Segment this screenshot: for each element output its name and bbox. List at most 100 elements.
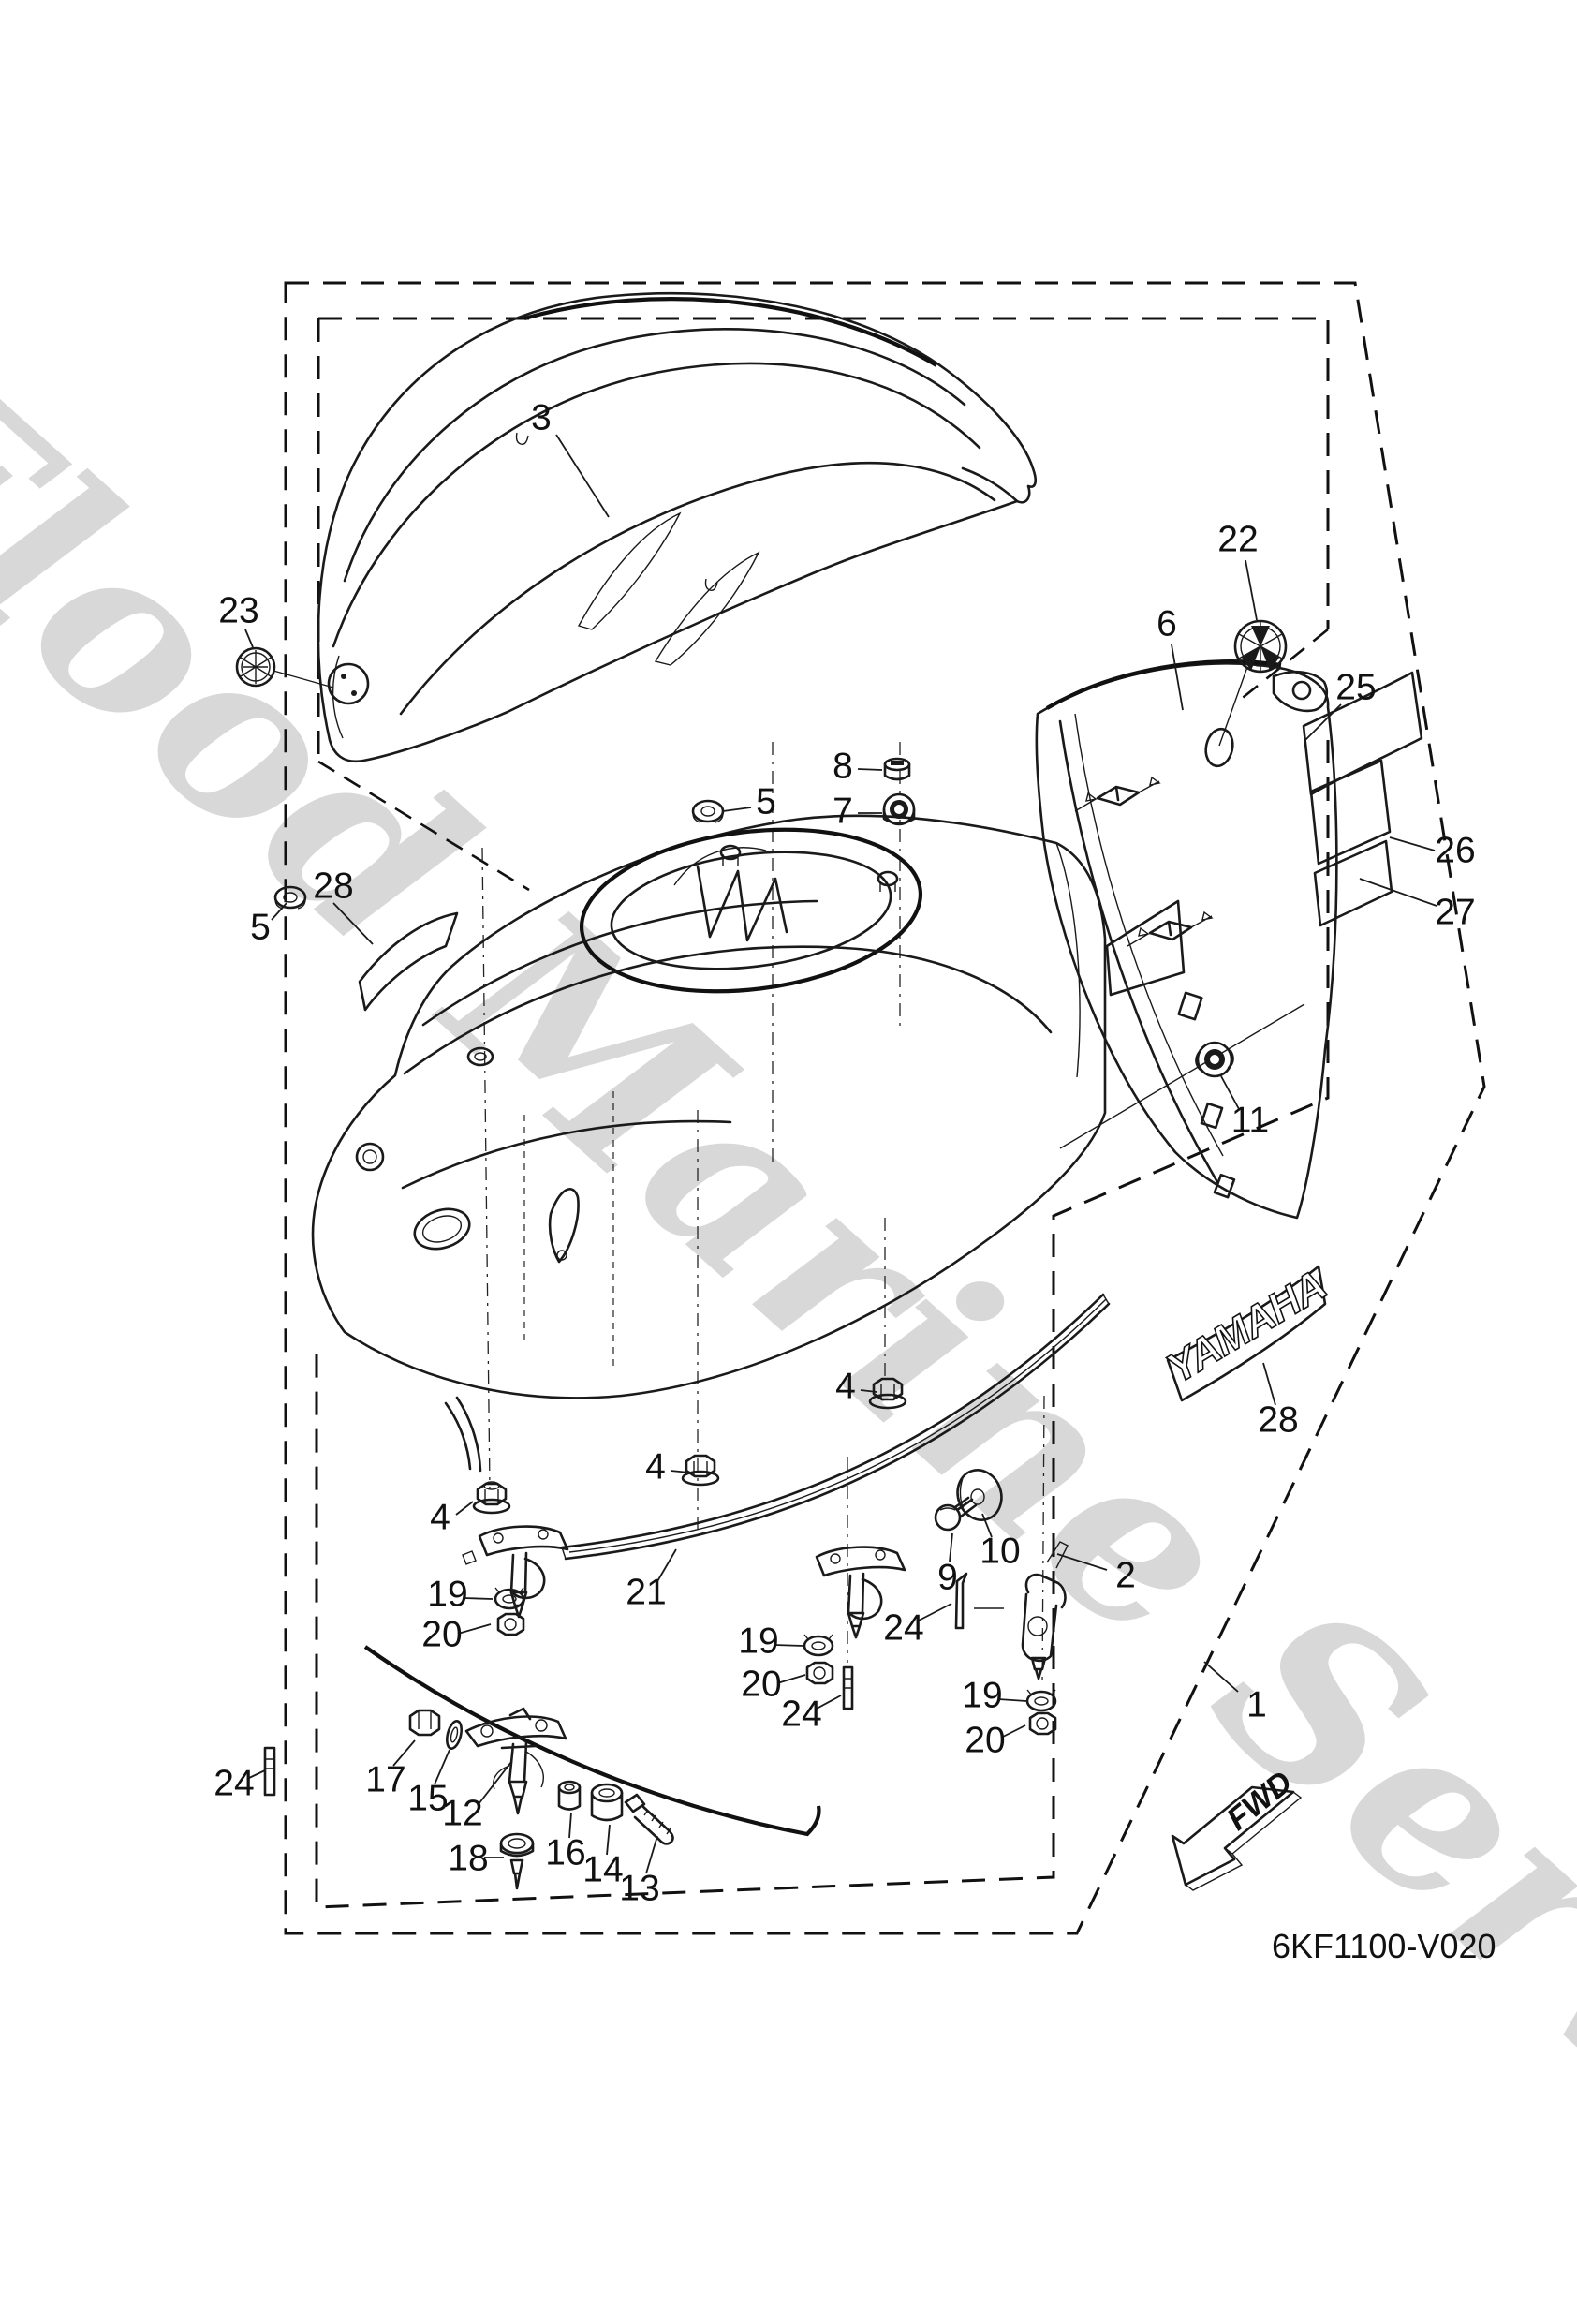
callout-leader-15 bbox=[434, 1749, 450, 1785]
callout-label-14: 14 bbox=[582, 1849, 623, 1889]
decal-28-left bbox=[358, 911, 459, 1012]
nut-17 bbox=[408, 1709, 441, 1737]
callout-label-4: 4 bbox=[430, 1497, 450, 1537]
callout-leader-3 bbox=[555, 434, 610, 518]
callout-leader-24 bbox=[918, 1603, 952, 1621]
clip-nut-8 bbox=[883, 757, 911, 781]
callout-label-26: 26 bbox=[1435, 830, 1475, 870]
callout-label-5: 5 bbox=[756, 781, 776, 822]
bolt-13 bbox=[624, 1793, 674, 1845]
callout-leader-24 bbox=[816, 1695, 842, 1710]
decal-28-yamaha: YAMAHA bbox=[1157, 1260, 1334, 1402]
callout-leader-19 bbox=[463, 1597, 494, 1600]
decal-boundary-cut-right bbox=[1233, 628, 1329, 706]
clip-symbol bbox=[1148, 920, 1193, 941]
callout-label-24: 24 bbox=[214, 1763, 254, 1803]
callout-leader-5 bbox=[722, 807, 752, 812]
yamaha-emblem-23 bbox=[235, 646, 334, 688]
pin-18 bbox=[499, 1832, 535, 1890]
callout-leader-4 bbox=[670, 1470, 690, 1473]
callout-label-9: 9 bbox=[937, 1557, 958, 1597]
callout-leader-4 bbox=[860, 1389, 877, 1393]
grommet-7 bbox=[882, 792, 916, 826]
callout-label-23: 23 bbox=[218, 590, 258, 630]
nut-20-middle bbox=[805, 1661, 834, 1685]
nut-20-left bbox=[496, 1612, 525, 1636]
callout-label-20: 20 bbox=[421, 1614, 462, 1654]
callout-label-18: 18 bbox=[448, 1838, 488, 1878]
callout-label-22: 22 bbox=[1217, 519, 1258, 559]
callout-label-25: 25 bbox=[1335, 667, 1376, 707]
callout-label-5: 5 bbox=[250, 907, 271, 947]
callout-label-24: 24 bbox=[883, 1607, 923, 1648]
callout-label-4: 4 bbox=[835, 1366, 856, 1406]
callout-label-11: 11 bbox=[1231, 1100, 1270, 1140]
latch-middle bbox=[815, 1546, 906, 1639]
callout-leader-21 bbox=[656, 1548, 677, 1584]
callout-label-21: 21 bbox=[626, 1572, 666, 1612]
callout-leader-13 bbox=[645, 1835, 658, 1874]
pin-24-left bbox=[263, 1746, 276, 1797]
rim-stud bbox=[877, 870, 899, 887]
latch-left bbox=[462, 1525, 569, 1619]
callout-leader-6 bbox=[1171, 644, 1184, 711]
callout-label-4: 4 bbox=[645, 1446, 666, 1487]
callout-leader-20 bbox=[457, 1623, 492, 1635]
part-code: 6KF1100-V020 bbox=[1272, 1927, 1496, 1965]
panel-oval-hole bbox=[1204, 727, 1234, 768]
callout-label-15: 15 bbox=[407, 1778, 448, 1818]
flange-bolt-4b bbox=[472, 1481, 511, 1515]
latch-right bbox=[1021, 1541, 1069, 1680]
callout-leader-14 bbox=[606, 1824, 611, 1856]
fwd-arrow: FWD bbox=[1171, 1764, 1303, 1891]
assembly-axis-lines bbox=[481, 742, 1305, 1687]
rim-stud bbox=[719, 844, 742, 861]
callout-label-1: 1 bbox=[1246, 1684, 1267, 1724]
callout-label-8: 8 bbox=[833, 746, 853, 786]
flange-bolt-4a bbox=[681, 1454, 720, 1487]
emblem-recess bbox=[327, 662, 370, 705]
washer-5a bbox=[691, 799, 725, 823]
clip-symbol bbox=[1096, 785, 1141, 807]
collar-16 bbox=[557, 1780, 582, 1811]
callout-leader-25 bbox=[1304, 703, 1342, 741]
callout-label-3: 3 bbox=[531, 397, 552, 437]
yamaha-decal-text: YAMAHA bbox=[1158, 1261, 1334, 1393]
callout-label-2: 2 bbox=[1115, 1555, 1136, 1595]
callout-leader-24 bbox=[248, 1769, 266, 1779]
mold-mark bbox=[704, 578, 718, 591]
callout-label-19: 19 bbox=[738, 1621, 778, 1661]
callout-leader-19 bbox=[774, 1644, 804, 1647]
callout-label-28: 28 bbox=[313, 866, 353, 906]
callout-leader-26 bbox=[1389, 836, 1436, 851]
callout-label-13: 13 bbox=[619, 1868, 659, 1908]
callout-label-19: 19 bbox=[962, 1675, 1002, 1715]
top-cowling bbox=[317, 291, 1038, 763]
callout-label-28: 28 bbox=[1258, 1399, 1298, 1440]
flange-bolt-4c bbox=[868, 1377, 907, 1410]
nut-20-right bbox=[1028, 1711, 1057, 1736]
callout-leader-1 bbox=[1203, 1661, 1239, 1693]
callout-leader-12 bbox=[478, 1761, 512, 1805]
callout-leader-22 bbox=[1245, 559, 1258, 621]
callout-leader-17 bbox=[392, 1739, 416, 1767]
callout-label-20: 20 bbox=[965, 1720, 1005, 1760]
callout-label-16: 16 bbox=[545, 1832, 585, 1873]
callout-leader-5 bbox=[271, 902, 287, 921]
washer-19-left bbox=[494, 1587, 525, 1610]
callout-leader-28 bbox=[1262, 1362, 1276, 1406]
mold-mark bbox=[515, 432, 529, 445]
callout-label-12: 12 bbox=[442, 1793, 482, 1833]
spacer-14 bbox=[590, 1783, 624, 1822]
callout-label-27: 27 bbox=[1435, 892, 1475, 932]
side-bracket-fin bbox=[1105, 899, 1186, 997]
cowling-opening-rim bbox=[579, 827, 923, 994]
washer-19-middle bbox=[803, 1634, 834, 1657]
washer-5b bbox=[273, 885, 307, 910]
callout-leader-9 bbox=[949, 1532, 953, 1562]
callout-label-6: 6 bbox=[1157, 603, 1177, 644]
inner-dashed-border bbox=[315, 317, 1330, 1909]
callout-label-20: 20 bbox=[741, 1664, 781, 1704]
washer-15 bbox=[445, 1720, 464, 1750]
